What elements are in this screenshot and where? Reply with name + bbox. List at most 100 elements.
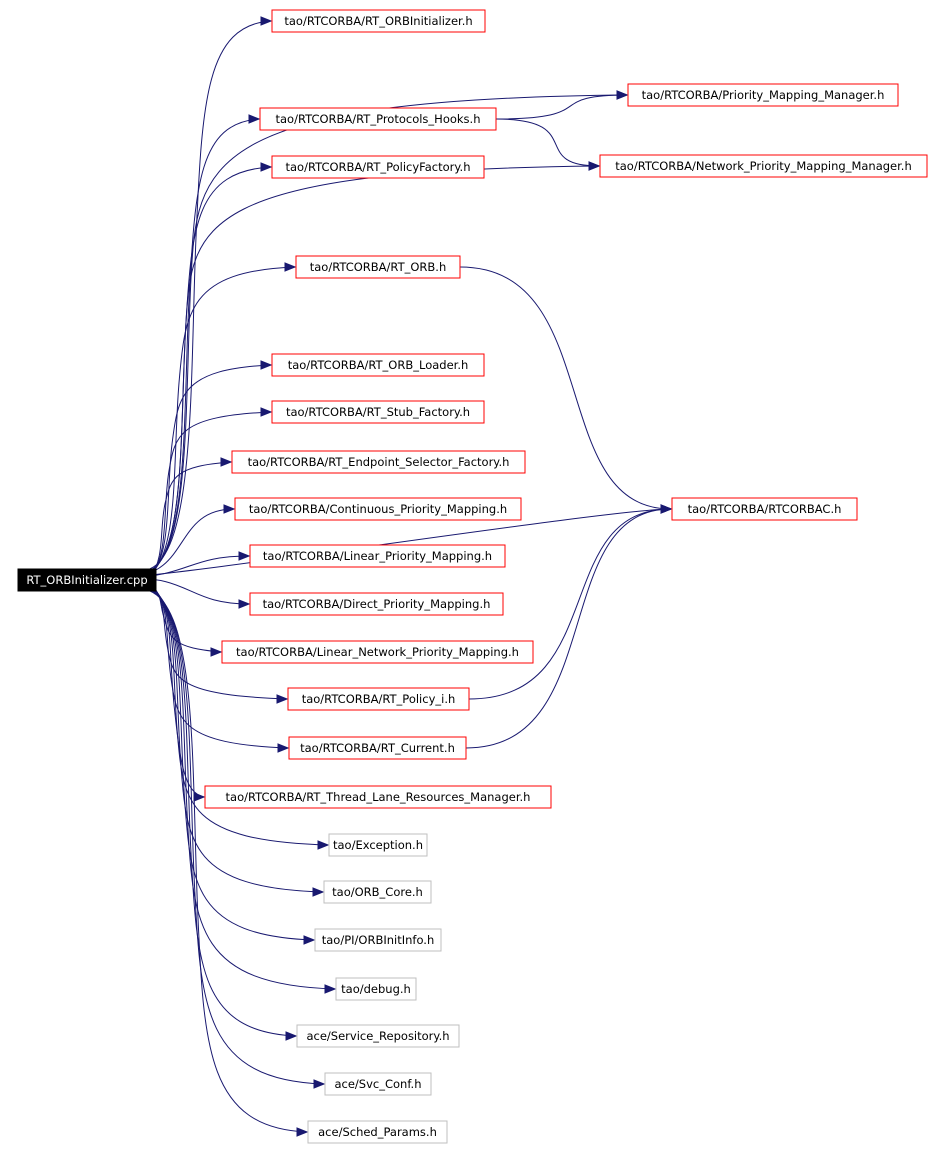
- edge-line: [149, 461, 232, 578]
- graph-node[interactable]: tao/RTCORBA/Linear_Network_Priority_Mapp…: [221, 640, 534, 664]
- edge-root-to-n_svcconf: [149, 589, 326, 1089]
- edge-line: [465, 508, 672, 749]
- node-label: ace/Service_Repository.h: [306, 1029, 449, 1043]
- node-label: tao/RTCORBA/RT_Stub_Factory.h: [286, 405, 470, 419]
- node-box: [204, 785, 552, 809]
- node-box: [271, 400, 485, 424]
- node-box: [287, 687, 470, 711]
- graph-node[interactable]: tao/RTCORBA/Linear_Priority_Mapping.h: [249, 544, 506, 568]
- node-box: [271, 353, 485, 377]
- graph-node[interactable]: tao/RTCORBA/RT_ORBInitializer.h: [271, 9, 486, 33]
- edge-root-to-n_hooks: [149, 114, 261, 572]
- graph-node[interactable]: tao/RTCORBA/RT_ORB.h: [295, 255, 461, 279]
- arrow-head-icon: [284, 262, 297, 272]
- edge-line: [129, 508, 672, 578]
- arrow-head-icon: [277, 743, 290, 753]
- arrow-head-icon: [312, 887, 325, 897]
- arrow-head-icon: [317, 840, 330, 850]
- edge-root-to-n_current: [149, 583, 290, 753]
- arrow-head-icon: [260, 360, 273, 370]
- edge-line: [149, 118, 260, 572]
- node-label: tao/RTCORBA/RT_Policy_i.h: [302, 692, 456, 706]
- edge-line: [495, 94, 628, 120]
- graph-node[interactable]: ace/Sched_Params.h: [307, 1120, 448, 1144]
- edge-root-to-n_stub: [149, 407, 273, 577]
- edges-layer: [129, 16, 673, 1137]
- graph-node[interactable]: tao/RTCORBA/RT_ORB_Loader.h: [271, 353, 485, 377]
- graph-node[interactable]: tao/RTCORBA/RT_Protocols_Hooks.h: [259, 107, 497, 131]
- arrow-head-icon: [313, 1079, 326, 1089]
- node-box: [288, 736, 467, 760]
- edge-n_hooks-to-n_pmm: [495, 90, 629, 120]
- node-box: [17, 568, 157, 592]
- arrow-head-icon: [220, 457, 233, 467]
- graph-node[interactable]: tao/RTCORBA/RT_PolicyFactory.h: [271, 155, 485, 179]
- node-box: [259, 107, 497, 131]
- root-node: RT_ORBInitializer.cpp: [17, 568, 157, 592]
- arrow-head-icon: [616, 90, 629, 100]
- edge-n_current-to-n_rtcorbac: [465, 504, 673, 749]
- edge-root-to-n_sched: [149, 590, 309, 1137]
- edge-root-to-n_exc: [149, 584, 330, 850]
- graph-node[interactable]: tao/RTCORBA/Priority_Mapping_Manager.h: [627, 83, 899, 107]
- node-box: [249, 544, 506, 568]
- edge-root-to-n_svcrep: [149, 588, 298, 1041]
- graph-node[interactable]: tao/debug.h: [335, 977, 417, 1001]
- arrow-head-icon: [238, 599, 251, 609]
- arrow-head-icon: [324, 984, 337, 994]
- edge-line: [149, 583, 205, 798]
- node-label: tao/debug.h: [341, 982, 411, 996]
- edge-root-to-n_linnpm: [149, 581, 223, 657]
- arrow-head-icon: [210, 647, 223, 657]
- edge-line: [149, 584, 329, 846]
- graph-node[interactable]: tao/RTCORBA/RT_Stub_Factory.h: [271, 400, 485, 424]
- node-box: [234, 497, 522, 521]
- node-label: tao/RTCORBA/RT_Endpoint_Selector_Factory…: [248, 455, 510, 469]
- node-label: tao/Exception.h: [333, 838, 423, 852]
- graph-node[interactable]: tao/PI/ORBInitInfo.h: [314, 928, 442, 952]
- edge-root-to-n_orbcore: [149, 585, 325, 897]
- graph-node[interactable]: tao/RTCORBA/Direct_Priority_Mapping.h: [249, 592, 504, 616]
- graph-node[interactable]: tao/RTCORBA/Continuous_Priority_Mapping.…: [234, 497, 522, 521]
- node-label: tao/RTCORBA/RT_PolicyFactory.h: [286, 160, 471, 174]
- graph-node[interactable]: tao/RTCORBA/RTCORBAC.h: [671, 497, 858, 521]
- node-box: [627, 83, 899, 107]
- graph-node[interactable]: ace/Svc_Conf.h: [324, 1072, 432, 1096]
- edge-line: [149, 590, 308, 1133]
- node-label: tao/RTCORBA/Priority_Mapping_Manager.h: [642, 88, 885, 102]
- graph-node[interactable]: tao/Exception.h: [328, 833, 428, 857]
- arrow-head-icon: [260, 407, 273, 417]
- arrow-head-icon: [588, 161, 601, 171]
- arrow-head-icon: [260, 16, 273, 26]
- arrow-head-icon: [238, 551, 251, 561]
- node-box: [271, 155, 485, 179]
- edge-line: [149, 411, 272, 577]
- edge-line: [468, 508, 672, 700]
- arrow-head-icon: [660, 504, 673, 514]
- graph-node[interactable]: tao/RTCORBA/RT_Thread_Lane_Resources_Man…: [204, 785, 552, 809]
- node-box: [307, 1120, 448, 1144]
- edge-n_rtorb-to-n_rtcorbac: [459, 266, 673, 514]
- graph-node[interactable]: tao/ORB_Core.h: [323, 880, 432, 904]
- edge-line: [149, 266, 296, 575]
- edge-line: [495, 118, 600, 167]
- node-box: [295, 255, 461, 279]
- arrow-head-icon: [285, 1031, 298, 1041]
- graph-node[interactable]: ace/Service_Repository.h: [296, 1024, 460, 1048]
- edge-root-to-n_pii: [149, 586, 316, 945]
- node-box: [314, 928, 442, 952]
- edge-root-to-n_debug: [149, 587, 337, 994]
- graph-node[interactable]: tao/RTCORBA/RT_Current.h: [288, 736, 467, 760]
- node-label: ace/Svc_Conf.h: [334, 1077, 421, 1091]
- node-box: [323, 880, 432, 904]
- edge-line: [149, 364, 272, 577]
- node-label: tao/RTCORBA/Continuous_Priority_Mapping.…: [249, 502, 507, 516]
- graph-node[interactable]: tao/RTCORBA/Network_Priority_Mapping_Man…: [599, 154, 928, 178]
- graph-node[interactable]: tao/RTCORBA/RT_Endpoint_Selector_Factory…: [231, 450, 526, 474]
- arrow-head-icon: [260, 162, 273, 172]
- node-label: ace/Sched_Params.h: [318, 1125, 437, 1139]
- graph-node[interactable]: tao/RTCORBA/RT_Policy_i.h: [287, 687, 470, 711]
- edge-root-to-n_contpm: [129, 504, 236, 578]
- node-box: [599, 154, 928, 178]
